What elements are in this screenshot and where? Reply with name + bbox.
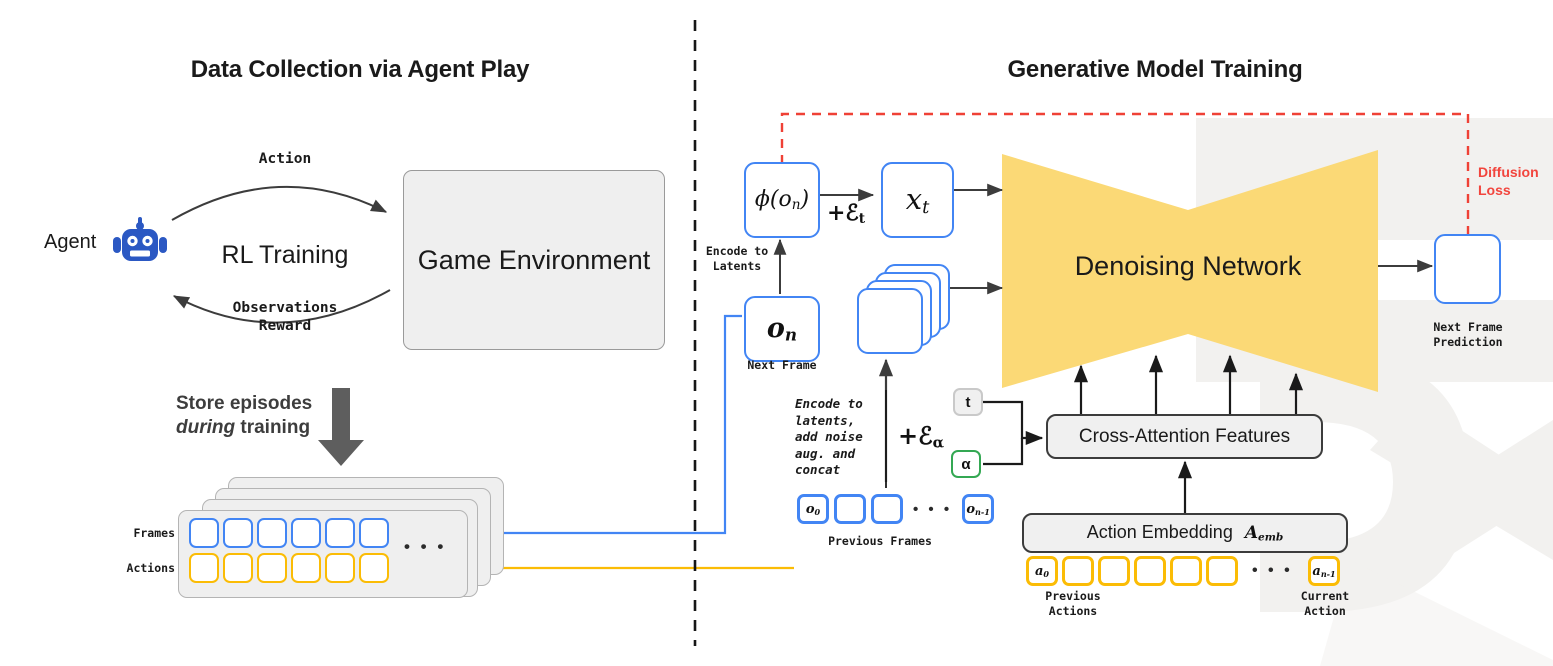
action-embedding-to-cross-attention-arrow — [1177, 460, 1193, 514]
phi-to-xt-arrow — [820, 188, 875, 202]
buffer-frame-chip[interactable] — [291, 518, 321, 548]
phi-box-value: ϕ(o — [754, 187, 792, 212]
action-arrow-label: Action — [258, 151, 312, 167]
frames-row-label: Frames — [133, 526, 175, 540]
buffer-action-chip[interactable] — [223, 553, 253, 583]
alpha-badge[interactable]: α — [951, 450, 981, 478]
diffusion-loss-label: Diffusion Loss — [1478, 164, 1539, 199]
encode-to-latents-arrow — [773, 238, 787, 294]
current-action-chip[interactable]: an-1 — [1308, 556, 1340, 586]
action-embedding-box[interactable]: Action Embedding Aemb — [1022, 513, 1348, 553]
encode-to-latents-label: Encode to Latents — [705, 244, 769, 273]
buffer-action-chip[interactable] — [257, 553, 287, 583]
noise-t-annotation: +ℰt — [827, 200, 866, 227]
store-episodes-text: Store episodes during training — [176, 392, 416, 441]
buffer-action-chip[interactable] — [189, 553, 219, 583]
actions-row-label: Actions — [126, 561, 175, 575]
game-environment-box[interactable]: Game Environment — [403, 170, 665, 350]
rl-training-label: RL Training — [221, 241, 349, 269]
previous-frame-chip-first[interactable]: o0 — [797, 494, 829, 524]
previous-actions-row: a0 • • • — [1026, 556, 1303, 586]
previous-frame-chip[interactable] — [871, 494, 903, 524]
latent-stack-card-front[interactable] — [857, 288, 923, 354]
previous-frame-chip-last[interactable]: on-1 — [962, 494, 995, 524]
previous-action-chip[interactable] — [1062, 556, 1094, 586]
buffer-frame-chip[interactable] — [257, 518, 287, 548]
encode-concat-label: Encode to latents, add noise aug. and co… — [795, 396, 863, 477]
previous-frames-caption: Previous Frames — [828, 534, 932, 548]
previous-action-chip[interactable] — [1134, 556, 1166, 586]
xt-noisy-latent-box[interactable]: xt — [881, 162, 954, 238]
buffer-action-chip[interactable] — [291, 553, 321, 583]
panel-divider — [693, 20, 697, 646]
previous-actions-ellipsis: • • • — [1252, 562, 1293, 579]
network-to-prediction-arrow — [1378, 259, 1434, 273]
cross-attention-label: Cross-Attention Features — [1078, 425, 1291, 447]
buffer-ellipsis: • • • — [404, 537, 447, 556]
phi-box-sub: n — [791, 197, 801, 213]
xt-box-value: x — [905, 182, 923, 217]
buffer-frame-chip[interactable] — [359, 518, 389, 548]
previous-action-chip[interactable] — [1170, 556, 1202, 586]
previous-action-chip-first[interactable]: a0 — [1026, 556, 1058, 586]
cross-attention-features-box[interactable]: Cross-Attention Features — [1046, 414, 1323, 459]
latents-to-network-arrow — [950, 281, 1004, 295]
cross-attention-to-network-arrows — [1073, 354, 1304, 414]
store-episodes-arrow-icon — [318, 388, 364, 466]
store-episodes-during: during — [176, 417, 236, 439]
current-action-caption: Current Action — [1300, 589, 1350, 618]
next-frame-prediction-caption: Next Frame Prediction — [1433, 320, 1503, 349]
denoising-network-label: Denoising Network — [1074, 251, 1302, 281]
robot-icon — [113, 217, 167, 261]
next-frame-caption: Next Frame — [747, 358, 817, 372]
buffer-action-chip[interactable] — [325, 553, 355, 583]
previous-frames-ellipsis: • • • — [913, 500, 953, 518]
encode-concat-rule — [885, 390, 887, 488]
timestep-badge-label: t — [965, 393, 971, 411]
next-frame-prediction-box[interactable] — [1434, 234, 1501, 304]
phi-encoded-box[interactable]: ϕ(on) — [744, 162, 820, 238]
right-panel-title: Generative Model Training — [1007, 56, 1303, 83]
game-environment-label: Game Environment — [417, 244, 651, 275]
xt-to-network-arrow — [954, 183, 1004, 197]
next-frame-box[interactable]: on — [744, 296, 820, 362]
store-episodes-line1: Store episodes — [176, 393, 313, 414]
next-frame-value: o — [766, 313, 785, 345]
next-frame-sub: n — [784, 324, 798, 345]
rl-loop-arrows — [171, 185, 391, 324]
previous-action-chip[interactable] — [1206, 556, 1238, 586]
buffer-frame-chip[interactable] — [189, 518, 219, 548]
noise-alpha-annotation: +ℰα — [898, 421, 945, 452]
observations-reward-label: Observations Reward — [232, 300, 338, 335]
buffer-frame-chip[interactable] — [325, 518, 355, 548]
buffer-actions-row — [189, 553, 389, 583]
alpha-badge-label: α — [961, 455, 971, 473]
left-panel-title: Data Collection via Agent Play — [190, 56, 530, 83]
action-embedding-symbol: Aemb — [1244, 522, 1284, 544]
store-episodes-training: training — [235, 417, 311, 439]
buffer-frames-row — [189, 518, 389, 548]
xt-box-sub: t — [922, 196, 930, 218]
phi-box-close: ) — [800, 187, 810, 212]
previous-frames-row: o0 • • • on-1 — [797, 494, 995, 524]
buffer-frame-chip[interactable] — [223, 518, 253, 548]
badges-to-cross-attention-lines — [983, 400, 1044, 466]
previous-action-chip[interactable] — [1098, 556, 1130, 586]
previous-frame-chip[interactable] — [834, 494, 866, 524]
buffer-action-chip[interactable] — [359, 553, 389, 583]
action-embedding-label: Action Embedding — [1086, 522, 1233, 543]
diffusion-loss-path — [780, 112, 1470, 236]
timestep-badge[interactable]: t — [953, 388, 983, 416]
agent-label: Agent — [44, 231, 97, 253]
previous-actions-caption: Previous Actions — [1045, 589, 1101, 618]
